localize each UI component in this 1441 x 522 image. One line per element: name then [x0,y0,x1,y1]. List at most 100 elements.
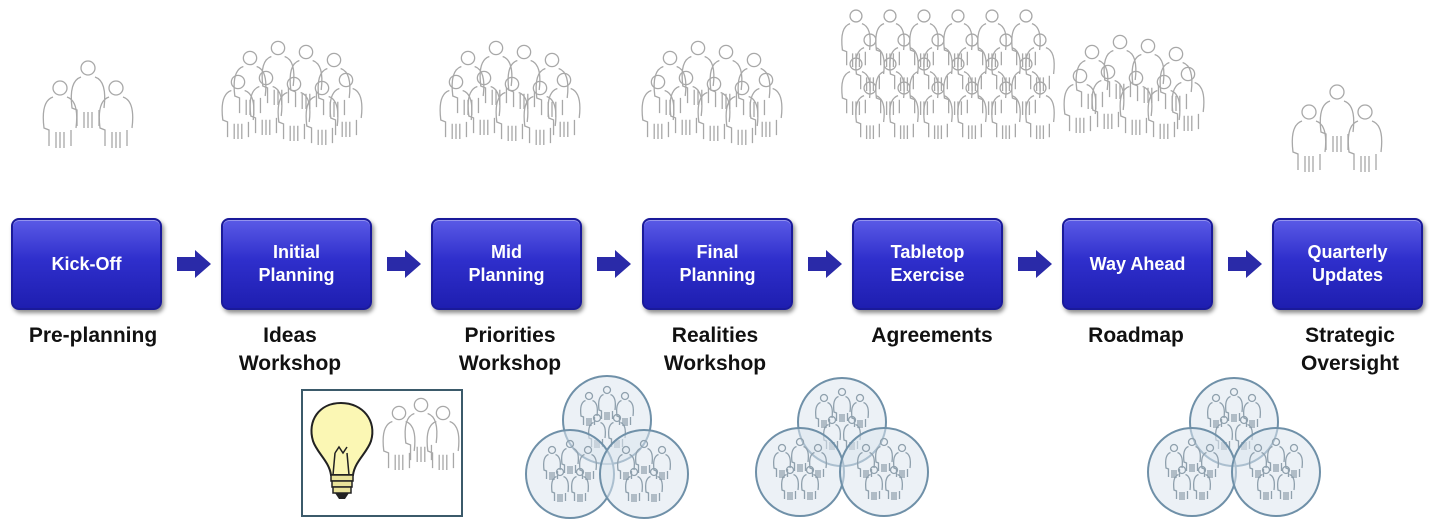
right-arrow-icon [177,250,211,278]
person-outline-icon [1025,81,1055,140]
person-outline-icon [535,52,569,118]
person-outline-icon [855,81,885,140]
person-outline-icon [892,443,912,478]
person-outline-icon [317,52,351,118]
person-outline-icon [495,76,529,142]
right-arrow-icon [387,250,421,278]
person-outline-icon [874,437,894,472]
person-outline-icon [832,387,852,422]
caption-agreements: Agreements [842,322,1022,350]
person-outline-icon [749,72,783,138]
person-outline-icon [550,467,570,502]
person-outline-icon [943,9,973,68]
person-outline-icon [889,81,919,140]
person-outline-icon [875,9,905,68]
person-outline-icon [42,80,78,148]
right-arrow-icon [1018,250,1052,278]
person-outline-icon [249,70,283,136]
person-outline-icon [624,467,644,502]
person-outline-icon [850,393,870,428]
person-outline-icon [277,76,311,142]
stage-box-way-ahead: Way Ahead [1062,218,1213,310]
lightbulb-icon [310,401,374,499]
person-outline-icon [943,57,973,116]
person-outline-icon [382,405,416,471]
caption-pre-planning: Pre-planning [3,322,183,350]
caption-line1: Ideas [263,324,317,347]
person-outline-icon [991,81,1021,140]
person-outline-icon [1266,437,1286,472]
person-outline-icon [725,80,759,146]
person-outline-icon [652,445,672,480]
person-outline-icon [579,391,599,426]
caption-line1: Agreements [871,324,993,347]
person-outline-icon [669,70,703,136]
person-outline-icon [875,57,905,116]
person-outline-icon [780,465,800,500]
caption-line2: Oversight [1300,352,1400,375]
person-outline-icon [98,80,134,148]
person-outline-icon [800,465,820,500]
stage-label: Way Ahead [1089,253,1186,274]
person-outline-icon [1011,9,1041,68]
person-outline-icon [1242,393,1262,428]
person-outline-icon [1182,437,1202,472]
person-outline-icon [1347,104,1383,172]
person-outline-icon [1091,64,1125,130]
person-outline-icon [1147,74,1181,140]
person-outline-icon [1075,44,1109,110]
person-outline-icon [957,81,987,140]
caption-line1: Realities [671,324,759,347]
person-outline-icon [923,81,953,140]
stage-box-kick-off: Kick-Off [11,218,162,310]
person-outline-icon [841,9,871,68]
stage-label-line2: Exercise [890,265,965,285]
person-outline-icon [1063,68,1097,134]
person-outline-icon [977,9,1007,68]
ideas-illustration [301,389,463,517]
person-outline-icon [1159,46,1193,112]
caption-line2: Workshop [238,352,342,375]
person-outline-icon [1025,33,1055,92]
caption-roadmap: Roadmap [1046,322,1226,350]
caption-line2: Workshop [663,352,767,375]
person-outline-icon [329,72,363,138]
person-outline-icon [957,33,987,92]
person-outline-icon [884,465,904,500]
person-outline-icon [790,437,810,472]
person-outline-icon [615,391,635,426]
stage-label-line1: Tabletop [890,242,965,262]
person-outline-icon [1256,465,1276,500]
person-outline-icon [305,80,339,146]
person-outline-icon [451,50,485,116]
venn-group-icon [525,375,689,519]
ideas-people-group [382,397,460,471]
person-outline-icon [221,74,255,140]
person-outline-icon [653,50,687,116]
stage-label-line2: Planning [468,265,545,285]
person-outline-icon [1171,66,1205,132]
person-outline-icon [1131,38,1165,104]
person-outline-icon [991,33,1021,92]
person-outline-icon [709,44,743,110]
person-outline-icon [841,57,871,116]
person-outline-icon [1276,465,1296,500]
caption-line1: Pre-planning [28,324,158,347]
person-outline-icon [289,44,323,110]
person-outline-icon [616,445,636,480]
person-outline-icon [426,405,460,471]
stage-label-line1: Final [696,242,739,262]
person-outline-icon [681,40,715,106]
stage-label-line1: Quarterly [1307,242,1388,262]
person-outline-icon [261,40,295,106]
caption-line2: Workshop [458,352,562,375]
person-outline-icon [479,40,513,106]
person-outline-icon [909,9,939,68]
person-outline-icon [737,52,771,118]
